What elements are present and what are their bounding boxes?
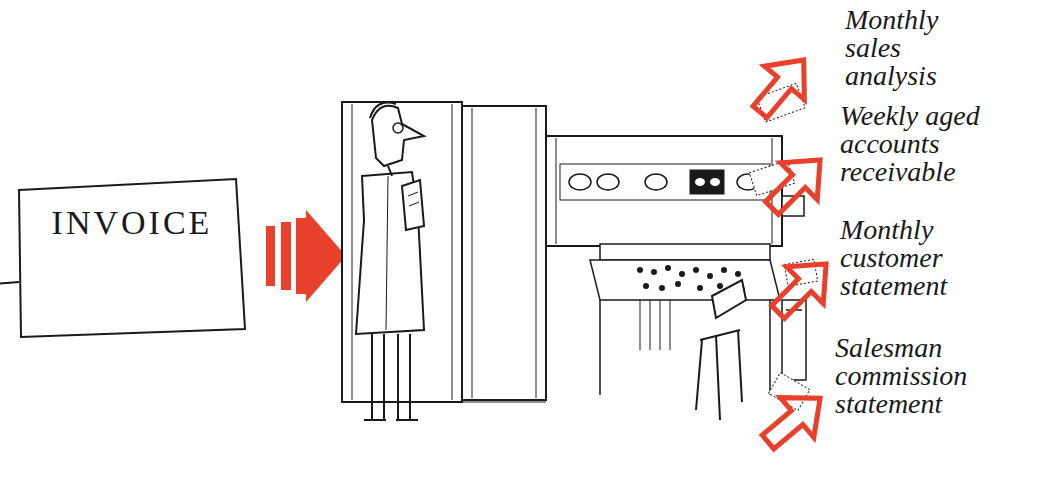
chair: [696, 280, 746, 420]
output-label: Weekly aged accounts receivable: [840, 102, 1040, 186]
sheet-outline: [18, 178, 246, 338]
invoice-sheet: INVOICE: [18, 178, 246, 338]
operator-figure: [356, 103, 424, 420]
output-units: [782, 196, 806, 380]
printouts: [749, 83, 817, 410]
sheet-edge-line: [0, 282, 19, 284]
output-label: Salesman commission statement: [835, 334, 1035, 418]
invoice-title: INVOICE: [18, 204, 246, 242]
sheet-border: [19, 179, 245, 337]
input-arrow: [266, 210, 346, 302]
output-label: Monthly sales analysis: [845, 6, 995, 90]
output-label: Monthly customer statement: [840, 216, 1025, 300]
computer-console: [546, 136, 782, 395]
output-arrows: [740, 43, 844, 462]
